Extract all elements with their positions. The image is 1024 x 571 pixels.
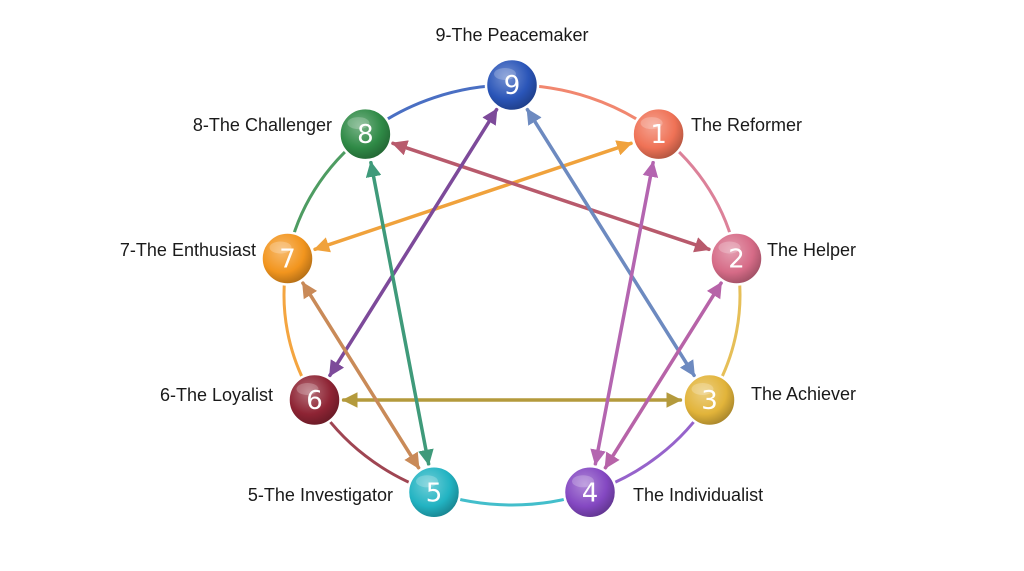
label-investigator: 5-The Investigator xyxy=(248,485,393,505)
node-9-circle xyxy=(484,57,540,113)
node-4-number: 4 xyxy=(582,478,599,508)
label-helper: The Helper xyxy=(767,240,856,260)
node-3[interactable]: 3 xyxy=(682,372,737,428)
label-enthusiast: 7-The Enthusiast xyxy=(120,240,256,260)
node-3-number: 3 xyxy=(701,386,718,416)
node-8-circle xyxy=(338,106,393,162)
node-3-circle xyxy=(682,372,737,428)
node-5-highlight xyxy=(416,475,438,488)
node-4-highlight xyxy=(572,475,594,488)
node-1-number: 1 xyxy=(650,120,667,150)
node-8-highlight xyxy=(347,117,370,130)
node-9-highlight xyxy=(494,68,516,80)
node-6[interactable]: 6 xyxy=(287,372,342,428)
label-achiever: The Achiever xyxy=(751,384,856,404)
connection-lines xyxy=(301,107,723,470)
node-6-circle xyxy=(287,372,342,428)
nodes: 9 1 2 3 4 5 6 xyxy=(260,57,764,520)
connection-5-8 xyxy=(365,160,434,466)
node-3-highlight xyxy=(691,383,714,395)
connection-5-7 xyxy=(301,281,421,470)
label-loyalist: 6-The Loyalist xyxy=(160,385,273,405)
node-7[interactable]: 7 xyxy=(260,231,315,286)
node-9-number: 9 xyxy=(504,71,521,101)
node-1[interactable]: 1 xyxy=(631,106,686,162)
node-2-circle xyxy=(709,231,764,286)
node-2-highlight xyxy=(718,241,741,254)
node-8[interactable]: 8 xyxy=(338,106,393,162)
node-1-highlight xyxy=(640,117,663,130)
node-6-number: 6 xyxy=(306,386,323,416)
label-peacemaker: 9-The Peacemaker xyxy=(435,25,588,45)
node-5[interactable]: 5 xyxy=(406,465,462,520)
label-challenger: 8-The Challenger xyxy=(193,115,332,135)
node-9[interactable]: 9 xyxy=(484,57,540,113)
node-8-number: 8 xyxy=(357,120,374,150)
node-4-circle xyxy=(562,465,618,520)
node-7-circle xyxy=(260,231,315,286)
connection-2-4 xyxy=(603,281,723,470)
node-6-highlight xyxy=(296,383,319,395)
node-1-circle xyxy=(631,106,686,162)
node-2[interactable]: 2 xyxy=(709,231,764,286)
node-7-highlight xyxy=(269,241,292,254)
label-individualist: The Individualist xyxy=(633,485,763,505)
connection-1-4 xyxy=(590,160,659,466)
node-5-circle xyxy=(406,465,462,520)
node-4[interactable]: 4 xyxy=(562,465,618,520)
node-5-number: 5 xyxy=(426,478,443,508)
node-2-number: 2 xyxy=(728,245,745,275)
node-7-number: 7 xyxy=(279,245,296,275)
node-labels: 9-The Peacemaker The Reformer The Helper… xyxy=(120,25,856,505)
label-reformer: The Reformer xyxy=(691,115,802,135)
